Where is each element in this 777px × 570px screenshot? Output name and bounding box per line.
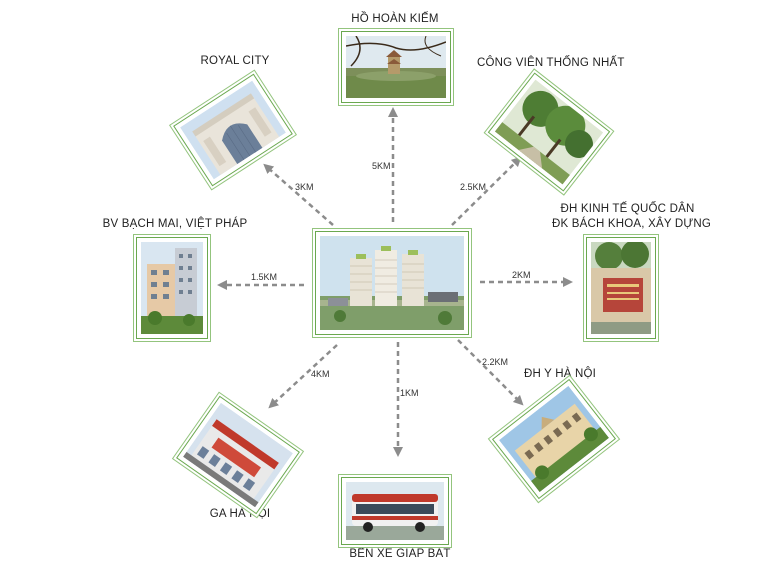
distance-ho-hoan-kiem: 5KM — [372, 161, 391, 171]
distance-royal-city: 3KM — [295, 182, 314, 192]
label-ben-xe: BẾN XE GIÁP BÁT — [349, 548, 451, 560]
apartment-towers-photo — [316, 232, 468, 334]
distance-ga-ha-noi: 4KM — [311, 369, 330, 379]
label-ho-hoan-kiem: HỒ HOÀN KIẾM — [351, 13, 439, 25]
arrow-dh-y — [457, 339, 524, 406]
distance-dh-kinh-te: 2KM — [512, 270, 531, 280]
label-cong-vien: CÔNG VIÊN THỐNG NHẤT — [477, 57, 625, 69]
arrow-royal-city — [263, 163, 334, 226]
bus-photo — [342, 478, 448, 544]
park-trees-photo — [489, 73, 609, 191]
label-royal-city: ROYAL CITY — [200, 55, 270, 67]
train-station-photo — [177, 397, 299, 513]
label-dh-y: ĐH Y HÀ NỘI — [523, 368, 597, 380]
distance-ben-xe: 1KM — [400, 388, 419, 398]
lake-pagoda-photo — [342, 32, 450, 102]
university-sign-photo — [587, 238, 655, 338]
distance-dh-y: 2.2KM — [482, 357, 509, 367]
distance-cong-vien: 2.5KM — [460, 182, 487, 192]
arrow-cong-vien — [451, 156, 522, 226]
arrow-ga-ha-noi — [268, 344, 338, 409]
mall-arch-photo — [174, 75, 292, 185]
label-dh-kinh-te-line2: ĐK BÁCH KHOA, XÂY DỰNG — [552, 218, 712, 230]
label-dh-kinh-te-line1: ĐH KINH TẾ QUỐC DÂN — [560, 203, 695, 215]
medical-university-photo — [493, 380, 615, 498]
hospital-building-photo — [137, 238, 207, 338]
label-ga-ha-noi: GA HÀ NỘI — [209, 508, 271, 520]
label-bv-bach-mai: BV BẠCH MAI, VIỆT PHÁP — [102, 218, 248, 230]
distance-bv-bach-mai: 1.5KM — [251, 272, 278, 282]
